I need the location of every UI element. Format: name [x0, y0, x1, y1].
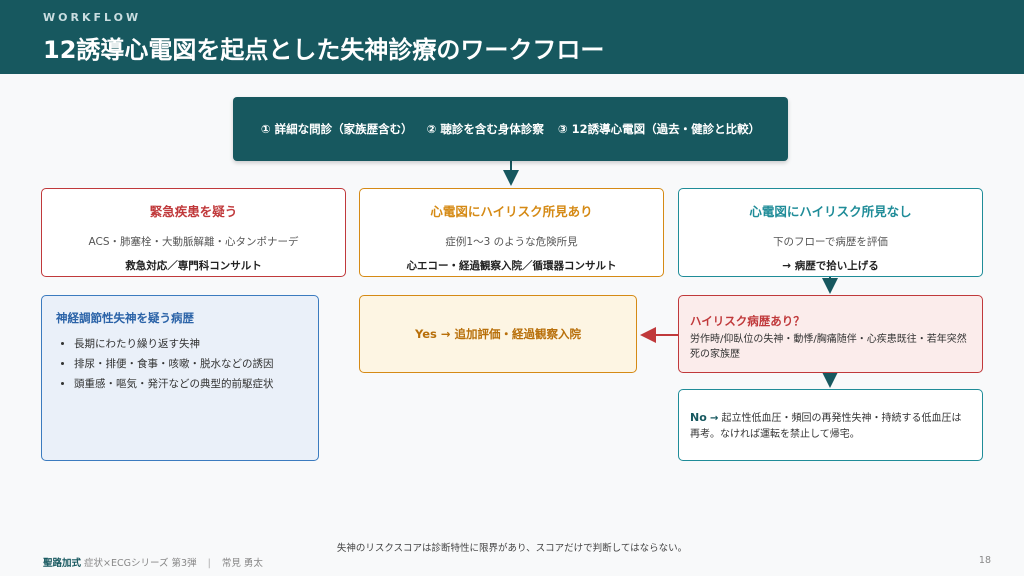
card-emergency-action: 救急対応／専門科コンサルト [125, 260, 262, 272]
footer-author: 常見 勇太 [221, 558, 263, 569]
card-ecg-no-high-risk-detail: 下のフローで病歴を評価 [773, 236, 888, 248]
footnote: 失神のリスクスコアは診断特性に限界があり、スコアだけで判断してはならない。 [336, 543, 688, 554]
step-ecg: ③ 12誘導心電図（過去・健診と比較） [557, 122, 761, 136]
card-ecg-no-high-risk-action: → 病歴で拾い上げる [782, 260, 879, 272]
footer: 聖路加式 症状×ECGシリーズ 第3弾 | 常見 勇太 [43, 555, 263, 569]
list-item: 長期にわたり繰り返す失神 [74, 336, 318, 351]
page-number: 18 [978, 555, 991, 566]
card-ecg-no-high-risk: 心電図にハイリスク所見なし 下のフローで病歴を評価 → 病歴で拾い上げる [678, 188, 983, 277]
no-outcome-text: No → 起立性低血圧・頻回の再発性失神・持続する低血圧は再考。なければ運転を禁… [690, 410, 970, 442]
card-emergency-detail: ACS・肺塞栓・大動脈解離・心タンポナーデ [88, 236, 299, 248]
footer-series: 症状×ECGシリーズ 第3弾 [84, 558, 197, 569]
card-emergency: 緊急疾患を疑う ACS・肺塞栓・大動脈解離・心タンポナーデ 救急対応／専門科コン… [41, 188, 346, 277]
footer-brand: 聖路加式 [43, 558, 82, 569]
page-title: 12誘導心電図を起点とした失神診療のワークフロー [43, 36, 605, 64]
step-interview: ① 詳細な問診（家族歴含む） [260, 122, 413, 136]
list-item: 排尿・排便・食事・咳嗽・脱水などの誘因 [74, 356, 318, 371]
high-risk-history-heading: ハイリスク病歴あり？ [690, 314, 805, 328]
no-detail: 起立性低血圧・頻回の再発性失神・持続する低血圧は再考。なければ運転を禁止して帰宅… [690, 413, 962, 440]
section-kicker: WORKFLOW [43, 11, 142, 24]
header-bar: WORKFLOW 12誘導心電図を起点とした失神診療のワークフロー [0, 0, 1024, 74]
card-ecg-high-risk-action: 心エコー・経過観察入院／循環器コンサルト [406, 260, 617, 272]
neuro-list: 長期にわたり繰り返す失神 排尿・排便・食事・咳嗽・脱水などの誘因 頭重感・嘔気・… [42, 336, 318, 391]
no-label: No [690, 411, 707, 424]
card-ecg-high-risk-heading: 心電図にハイリスク所見あり [430, 204, 593, 219]
yes-outcome-text: Yes → 追加評価・経過観察入院 [414, 327, 582, 341]
high-risk-history-detail: 労作時/仰臥位の失神・動悸/胸痛随伴・心疾患既往・若年突然死の家族歴 [690, 334, 967, 360]
no-outcome-box: No → 起立性低血圧・頻回の再発性失神・持続する低血圧は再考。なければ運転を禁… [678, 389, 983, 461]
step-physical-exam: ② 聴診を含む身体診察 [426, 122, 544, 136]
yes-outcome-box: Yes → 追加評価・経過観察入院 [359, 295, 637, 373]
neuro-heading: 神経調節性失神を疑う病歴 [56, 311, 194, 325]
initial-assessment-box: ① 詳細な問診（家族歴含む） ② 聴診を含む身体診察 ③ 12誘導心電図（過去・… [233, 97, 788, 161]
card-ecg-no-high-risk-heading: 心電図にハイリスク所見なし [749, 204, 912, 219]
list-item: 頭重感・嘔気・発汗などの典型的前駆症状 [74, 376, 318, 391]
neurally-mediated-box: 神経調節性失神を疑う病歴 長期にわたり繰り返す失神 排尿・排便・食事・咳嗽・脱水… [41, 295, 319, 461]
card-emergency-heading: 緊急疾患を疑う [149, 204, 238, 219]
no-arrow: → [709, 413, 719, 424]
footer-separator: | [207, 558, 211, 569]
card-ecg-high-risk: 心電図にハイリスク所見あり 症例1〜3 のような危険所見 心エコー・経過観察入院… [359, 188, 664, 277]
card-ecg-high-risk-detail: 症例1〜3 のような危険所見 [445, 236, 578, 248]
high-risk-history-box: ハイリスク病歴あり？ 労作時/仰臥位の失神・動悸/胸痛随伴・心疾患既往・若年突然… [678, 295, 983, 373]
